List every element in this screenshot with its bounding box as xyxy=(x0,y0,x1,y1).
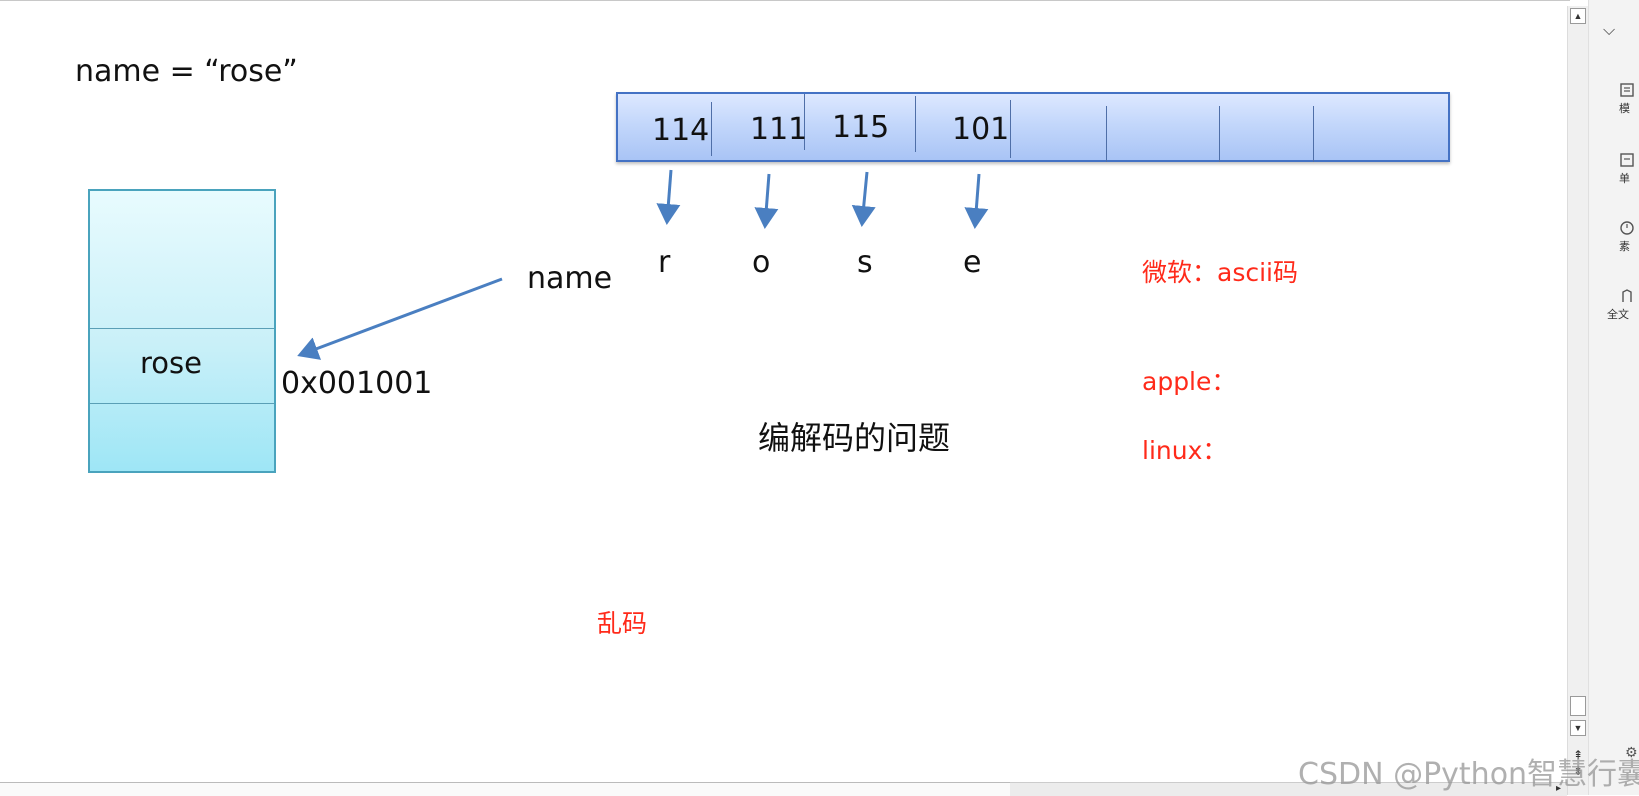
memory-stack-box xyxy=(88,189,276,473)
scroll-thumb[interactable] xyxy=(1570,696,1586,716)
panel-item-fulltext[interactable]: 全文 xyxy=(1607,288,1637,322)
byte-separator xyxy=(1010,100,1011,158)
name-pointer-arrow xyxy=(297,277,503,360)
char-letter: o xyxy=(752,245,771,280)
center-title: 编解码的问题 xyxy=(758,419,951,457)
settings-gear-icon[interactable]: ⚙ xyxy=(1625,744,1638,760)
byte-separator xyxy=(1313,106,1314,162)
note-apple: apple： xyxy=(1142,367,1237,396)
horizontal-scrollbar[interactable] xyxy=(0,782,1010,796)
byte-value: 115 xyxy=(832,110,890,145)
byte-separator xyxy=(1219,106,1220,162)
right-side-panel: ⌵ 模 单 素 全文 ⚙ xyxy=(1588,0,1639,795)
panel-item-template[interactable]: 模 xyxy=(1619,82,1639,116)
vertical-scrollbar[interactable]: ▲ ▼ ⇞ ⇟ xyxy=(1567,6,1588,795)
byte-array-box xyxy=(616,92,1450,162)
note-microsoft: 微软：ascii码 xyxy=(1142,258,1298,287)
assignment-text: name = “rose” xyxy=(75,54,298,89)
chevron-down-icon[interactable]: ⌵ xyxy=(1603,22,1616,39)
byte-separator xyxy=(804,94,805,150)
horizontal-scrollbar-track[interactable]: ▸ xyxy=(1010,782,1567,796)
variable-name-label: name xyxy=(527,261,613,296)
template-icon xyxy=(1620,83,1634,97)
arrows-layer xyxy=(297,169,989,360)
byte-to-letter-arrow xyxy=(964,173,989,229)
address-label: 0x001001 xyxy=(281,366,433,401)
byte-separator xyxy=(1106,106,1107,162)
byte-to-letter-arrow xyxy=(656,169,681,225)
panel-item-label: 素 xyxy=(1619,241,1630,253)
scroll-right-icon[interactable]: ▸ xyxy=(1555,783,1561,794)
top-border xyxy=(0,0,1570,5)
watermark: CSDN @Python智慧行囊 xyxy=(1298,757,1639,792)
scroll-up-button[interactable]: ▲ xyxy=(1570,8,1586,24)
note-garbled: 乱码 xyxy=(597,609,648,638)
panel-item-label: 全文 xyxy=(1607,309,1629,321)
note-linux: linux： xyxy=(1142,436,1228,465)
byte-to-letter-arrow xyxy=(754,173,779,229)
byte-value: 101 xyxy=(952,112,1010,147)
panel-item-label: 单 xyxy=(1619,173,1630,185)
stack-divider xyxy=(90,328,274,329)
panel-item-single[interactable]: 单 xyxy=(1619,152,1639,186)
panel-item-label: 模 xyxy=(1619,103,1630,115)
byte-value: 114 xyxy=(652,113,710,148)
stack-divider xyxy=(90,403,274,404)
char-letter: r xyxy=(658,245,671,280)
char-letter: s xyxy=(857,245,873,280)
page-up-icon[interactable]: ⇞ xyxy=(1572,748,1584,762)
byte-to-letter-arrow xyxy=(851,171,876,227)
single-icon xyxy=(1620,153,1634,167)
byte-separator xyxy=(915,96,916,152)
panel-item-element[interactable]: 素 xyxy=(1619,220,1639,254)
byte-value: 111 xyxy=(750,112,808,147)
stack-cell-value: rose xyxy=(140,346,202,380)
page-down-icon[interactable]: ⇟ xyxy=(1572,764,1584,778)
byte-separator xyxy=(711,102,712,156)
fulltext-icon xyxy=(1622,289,1632,302)
element-icon xyxy=(1620,221,1634,235)
char-letter: e xyxy=(963,245,982,280)
scroll-down-button[interactable]: ▼ xyxy=(1570,720,1586,736)
